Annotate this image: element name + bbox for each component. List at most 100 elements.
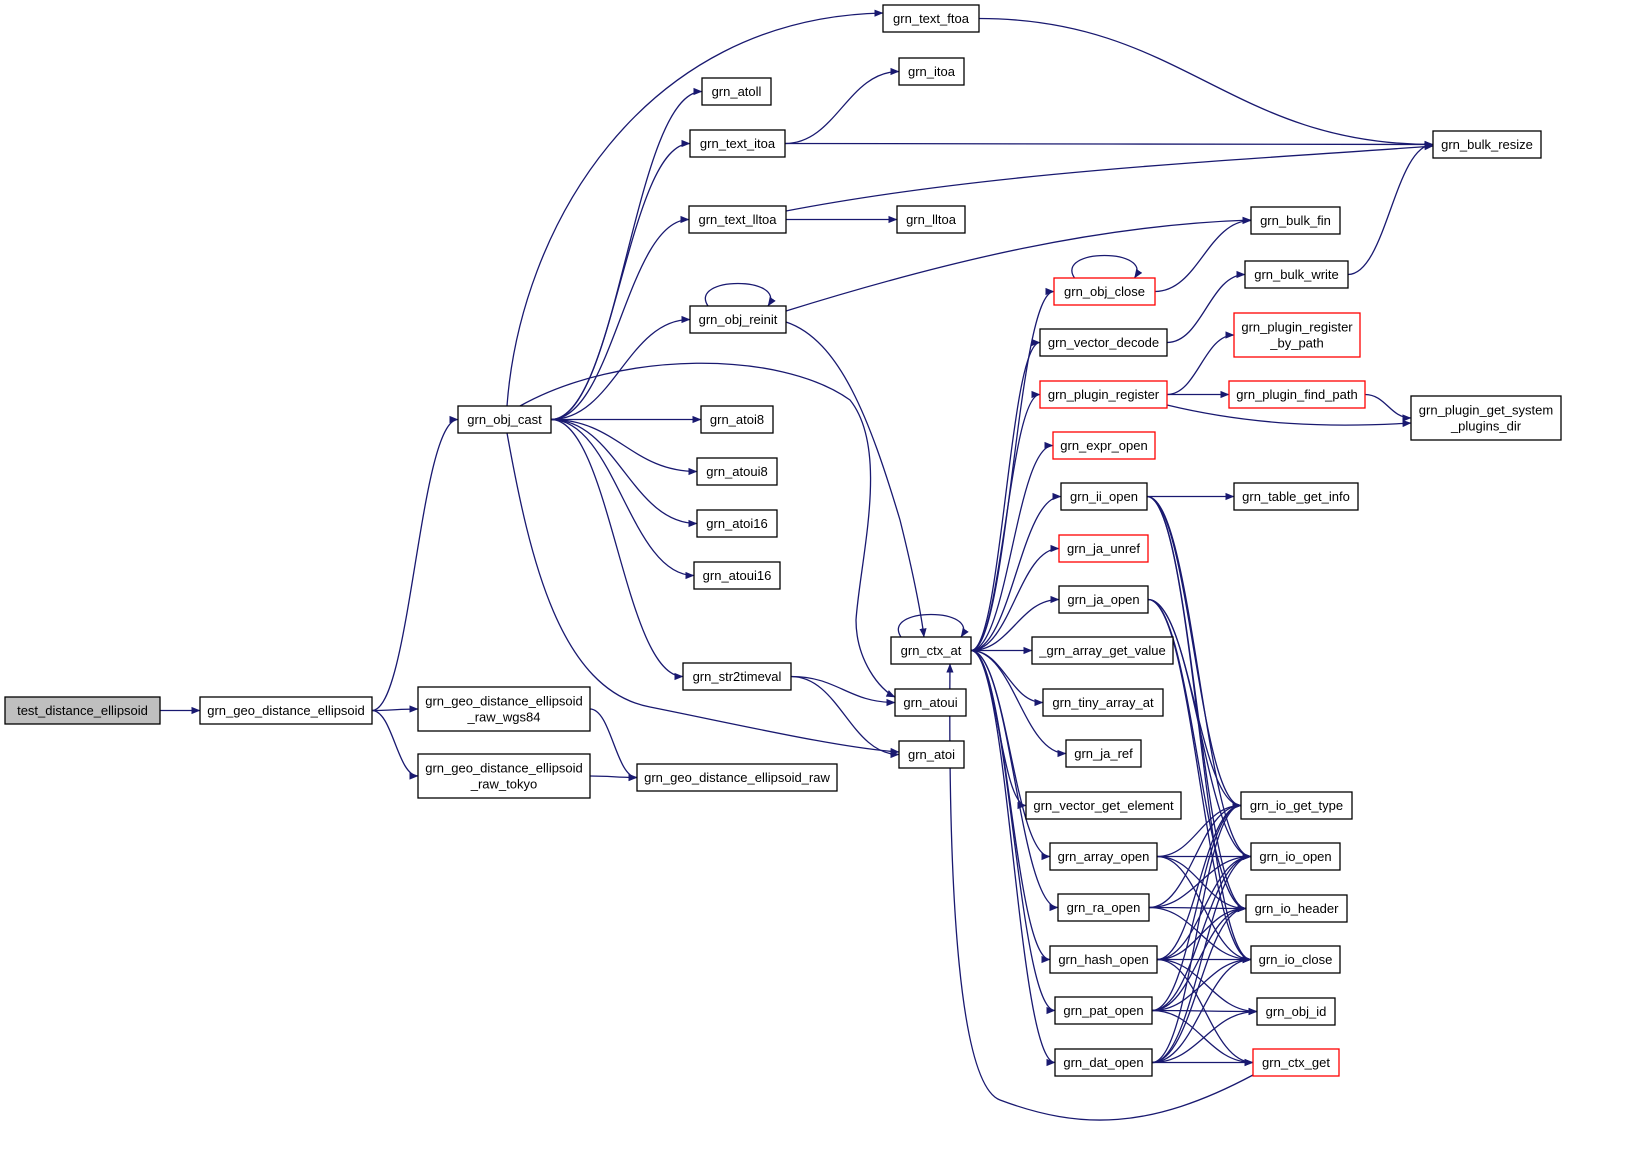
node-box — [1228, 380, 1366, 409]
node-box — [199, 696, 373, 725]
node-label: grn_geo_distance_ellipsoid — [425, 761, 583, 776]
graph-node-grn_pat_open[interactable]: grn_pat_open — [1054, 996, 1153, 1025]
graph-node-wgs84[interactable]: grn_geo_distance_ellipsoid_raw_wgs84 — [417, 686, 591, 732]
graph-node-grn_ctx_get[interactable]: grn_ctx_get — [1252, 1048, 1340, 1077]
edge-grn_ra_open-to-grn_io_get_type — [1148, 801, 1242, 909]
edge-grn_obj_cast-to-grn_atoui8 — [550, 418, 698, 476]
graph-node-grn_table_get_info[interactable]: grn_table_get_info — [1233, 482, 1359, 511]
graph-node-grn_tiny_array_at[interactable]: grn_tiny_array_at — [1042, 688, 1164, 717]
graph-node-tokyo[interactable]: grn_geo_distance_ellipsoid_raw_tokyo — [417, 753, 591, 799]
graph-node-grn_lltoa[interactable]: grn_lltoa — [896, 205, 966, 234]
edge-grn_obj_cast-to-grn_str2timeval — [550, 418, 684, 681]
node-box — [1065, 739, 1142, 768]
node-label: _grn_array_get_value — [1038, 643, 1165, 658]
graph-node-grn_obj_id[interactable]: grn_obj_id — [1256, 997, 1336, 1026]
graph-node-grn_text_lltoa[interactable]: grn_text_lltoa — [688, 205, 787, 234]
graph-node-grn_obj_reinit[interactable]: grn_obj_reinit — [689, 305, 787, 334]
graph-node-grn_vector_decode[interactable]: grn_vector_decode — [1039, 328, 1168, 357]
graph-node-grn_array_open[interactable]: grn_array_open — [1049, 842, 1158, 871]
graph-node-grn_plugin_register[interactable]: grn_plugin_register — [1039, 380, 1168, 409]
node-label: grn_io_get_type — [1250, 798, 1343, 813]
node-box — [1233, 482, 1359, 511]
graph-node-grn_obj_cast[interactable]: grn_obj_cast — [457, 405, 552, 434]
edge-grn_dat_open-to-grn_io_close — [1151, 955, 1252, 1064]
edge-grn_pat_open-to-grn_io_close — [1151, 955, 1252, 1012]
node-label: grn_ctx_get — [1262, 1055, 1330, 1070]
graph-node-grn_atoui16[interactable]: grn_atoui16 — [693, 561, 781, 590]
node-label: _by_path — [1269, 336, 1324, 351]
graph-node-grn_geo_distance_ellipsoid[interactable]: grn_geo_distance_ellipsoid — [199, 696, 373, 725]
edge-grn_obj_cast-to-grn_atoui — [519, 362, 896, 698]
graph-node-grn_obj_close[interactable]: grn_obj_close — [1053, 277, 1156, 306]
node-box — [689, 305, 787, 334]
node-box — [882, 4, 980, 33]
graph-node-grn_plugin_find_path[interactable]: grn_plugin_find_path — [1228, 380, 1366, 409]
edge-grn_pat_open-to-grn_ctx_get — [1151, 1009, 1254, 1067]
graph-node-grn_ii_open[interactable]: grn_ii_open — [1060, 482, 1148, 511]
graph-node-grn_atoui8[interactable]: grn_atoui8 — [696, 457, 778, 486]
edge-grn_ctx_get-to-grn_ctx_at — [946, 663, 1254, 1121]
graph-node-grn_text_itoa[interactable]: grn_text_itoa — [689, 129, 786, 158]
edge-grn_hash_open-to-grn_io_open — [1156, 852, 1252, 961]
node-label: grn_text_itoa — [700, 136, 776, 151]
graph-node-grn_atoi8[interactable]: grn_atoi8 — [700, 405, 774, 434]
graph-node-_grn_array_get_value[interactable]: _grn_array_get_value — [1031, 636, 1174, 665]
graph-node-raw[interactable]: grn_geo_distance_ellipsoid_raw — [636, 763, 838, 792]
node-label: grn_bulk_resize — [1441, 137, 1533, 152]
edge-grn_dat_open-to-grn_io_get_type — [1151, 801, 1242, 1064]
graph-node-grn_io_get_type[interactable]: grn_io_get_type — [1240, 791, 1353, 820]
node-box — [1244, 260, 1349, 289]
graph-node-grn_atoi16[interactable]: grn_atoi16 — [696, 509, 778, 538]
node-label: grn_obj_close — [1064, 284, 1145, 299]
node-label: grn_plugin_register — [1241, 320, 1353, 335]
edge-grn_dat_open-to-grn_io_open — [1151, 852, 1252, 1064]
node-label: grn_atoui — [903, 695, 957, 710]
graph-node-grn_atoi[interactable]: grn_atoi — [898, 740, 965, 769]
graph-node-grn_plugin_register_by_path[interactable]: grn_plugin_register_by_path — [1233, 312, 1361, 358]
graph-node-grn_atoll[interactable]: grn_atoll — [701, 77, 772, 106]
graph-node-grn_atoui[interactable]: grn_atoui — [894, 688, 967, 717]
edge-grn_pat_open-to-grn_io_get_type — [1151, 801, 1242, 1012]
graph-node-test_distance_ellipsoid[interactable]: test_distance_ellipsoid — [4, 696, 161, 725]
graph-node-grn_bulk_write[interactable]: grn_bulk_write — [1244, 260, 1349, 289]
edge-grn_text_itoa-to-grn_itoa — [784, 67, 900, 145]
graph-node-grn_dat_open[interactable]: grn_dat_open — [1054, 1048, 1153, 1077]
node-label: grn_dat_open — [1063, 1055, 1143, 1070]
graph-node-grn_ja_open[interactable]: grn_ja_open — [1058, 585, 1149, 614]
node-box — [1031, 636, 1174, 665]
node-label: grn_io_close — [1259, 952, 1333, 967]
graph-node-grn_io_close[interactable]: grn_io_close — [1250, 945, 1341, 974]
graph-node-grn_expr_open[interactable]: grn_expr_open — [1052, 431, 1156, 460]
graph-node-grn_ra_open[interactable]: grn_ra_open — [1057, 893, 1150, 922]
graph-node-grn_io_open[interactable]: grn_io_open — [1250, 842, 1341, 871]
edge-grn_ctx_at-to-grn_ii_open — [970, 492, 1062, 652]
graph-node-grn_ctx_at[interactable]: grn_ctx_at — [890, 636, 972, 665]
graph-node-grn_bulk_resize[interactable]: grn_bulk_resize — [1432, 130, 1542, 159]
node-label: grn_geo_distance_ellipsoid — [207, 703, 365, 718]
graph-node-grn_hash_open[interactable]: grn_hash_open — [1049, 945, 1158, 974]
node-box — [896, 205, 966, 234]
graph-node-grn_text_ftoa[interactable]: grn_text_ftoa — [882, 4, 980, 33]
node-box — [1058, 534, 1149, 563]
node-box — [696, 457, 778, 486]
edge-grn_obj_cast-to-grn_atoi — [506, 432, 900, 756]
node-box — [1054, 996, 1153, 1025]
graph-node-grn_vector_get_element[interactable]: grn_vector_get_element — [1025, 791, 1182, 820]
edge-grn_obj_cast-to-grn_obj_reinit — [550, 315, 691, 421]
graph-node-grn_itoa[interactable]: grn_itoa — [898, 57, 965, 86]
node-label: grn_atoui16 — [703, 568, 772, 583]
graph-node-grn_plugin_get_system_plugins_dir[interactable]: grn_plugin_get_system_plugins_dir — [1410, 395, 1562, 441]
graph-node-grn_io_header[interactable]: grn_io_header — [1245, 894, 1348, 923]
graph-node-grn_str2timeval[interactable]: grn_str2timeval — [682, 662, 792, 691]
graph-node-grn_ja_ref[interactable]: grn_ja_ref — [1065, 739, 1142, 768]
node-box — [1025, 791, 1182, 820]
node-label: grn_atoll — [712, 84, 762, 99]
edge-grn_ra_open-to-grn_io_close — [1148, 906, 1252, 964]
graph-node-grn_ja_unref[interactable]: grn_ja_unref — [1058, 534, 1149, 563]
node-label: grn_ii_open — [1070, 489, 1138, 504]
graph-node-grn_bulk_fin[interactable]: grn_bulk_fin — [1250, 206, 1341, 235]
edge-grn_obj_cast-to-grn_text_itoa — [550, 139, 691, 421]
edge-grn_obj_reinit-to-grn_ctx_at — [785, 321, 927, 638]
node-box — [1042, 688, 1164, 717]
